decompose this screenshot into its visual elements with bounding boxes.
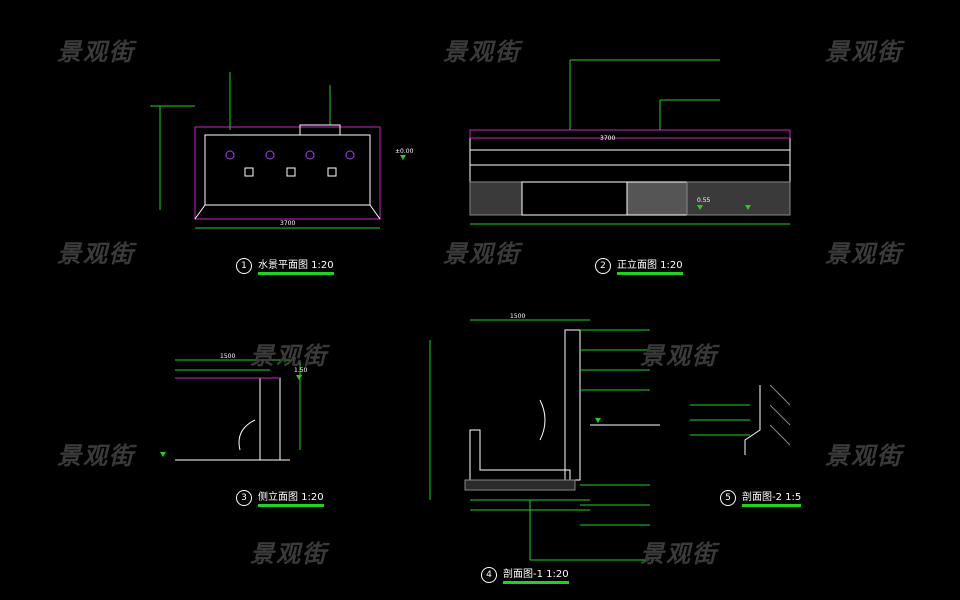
view-number: 4 bbox=[481, 566, 497, 583]
side-width-dim: 1500 bbox=[220, 353, 235, 360]
view-title-text: 剖面图-1 1:20 bbox=[503, 565, 569, 584]
watermark: 景观街 bbox=[250, 342, 328, 370]
view-title-4: 4 剖面图-1 1:20 bbox=[481, 565, 569, 584]
watermark: 景观街 bbox=[640, 540, 718, 568]
watermark: 景观街 bbox=[443, 38, 521, 66]
level-water: 0.55 bbox=[697, 197, 711, 204]
view-number: 2 bbox=[595, 257, 611, 274]
watermark: 景观街 bbox=[640, 342, 718, 370]
watermark: 景观街 bbox=[443, 240, 521, 268]
view-number: 5 bbox=[720, 489, 736, 506]
plan-width-dim: 3700 bbox=[280, 220, 295, 227]
view-title-text: 剖面图-2 1:5 bbox=[742, 488, 802, 507]
section-width-dim: 1500 bbox=[510, 313, 525, 320]
view-title-1: 1 水景平面图 1:20 bbox=[236, 256, 334, 275]
view-title-5: 5 剖面图-2 1:5 bbox=[720, 488, 802, 507]
view-title-2: 2 正立面图 1:20 bbox=[595, 256, 683, 275]
elev-width-dim: 3700 bbox=[600, 135, 615, 142]
view-number: 1 bbox=[236, 257, 252, 274]
level-zero: ±0.00 bbox=[395, 148, 414, 155]
watermark: 景观街 bbox=[825, 38, 903, 66]
view-title-text: 侧立面图 1:20 bbox=[258, 488, 324, 507]
level-top: 1.50 bbox=[294, 367, 308, 374]
view-title-text: 正立面图 1:20 bbox=[617, 256, 683, 275]
view-title-text: 水景平面图 1:20 bbox=[258, 256, 334, 275]
view-number: 3 bbox=[236, 489, 252, 506]
watermark: 景观街 bbox=[825, 442, 903, 470]
watermark: 景观街 bbox=[57, 240, 135, 268]
watermark: 景观街 bbox=[57, 442, 135, 470]
watermark: 景观街 bbox=[250, 540, 328, 568]
watermark: 景观街 bbox=[825, 240, 903, 268]
view-title-3: 3 侧立面图 1:20 bbox=[236, 488, 324, 507]
watermark: 景观街 bbox=[57, 38, 135, 66]
